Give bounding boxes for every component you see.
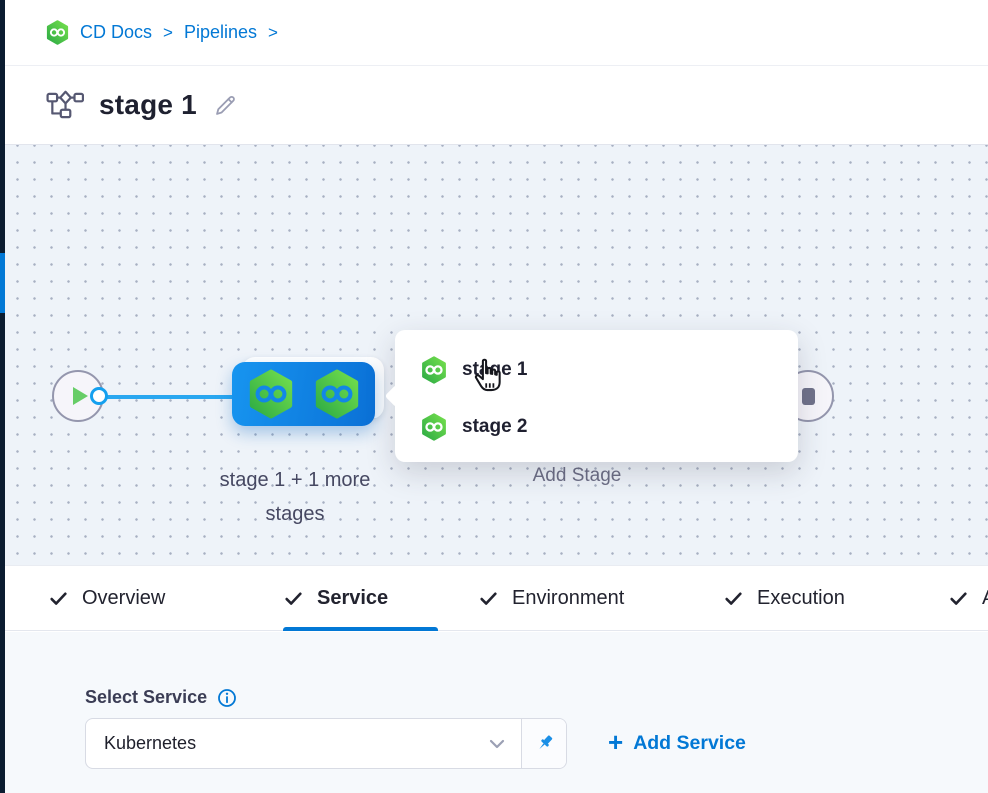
tab-label: Service xyxy=(317,587,389,609)
tab-label: Overview xyxy=(82,587,166,609)
tab-label: Execution xyxy=(757,587,845,609)
add-service-label: Add Service xyxy=(633,732,746,754)
stage-group-label: stage 1 + 1 more stages xyxy=(145,463,445,531)
add-stage-button[interactable]: Add Stage xyxy=(532,465,622,486)
cd-stage-icon xyxy=(249,369,292,419)
stage-group-label-line1: stage 1 + 1 more xyxy=(219,469,371,491)
pin-service-button[interactable] xyxy=(521,719,566,768)
cd-stage-icon xyxy=(422,413,446,441)
stage-tab-bar: Overview Service Environment Execution A… xyxy=(0,565,988,631)
popup-item-label: stage 2 xyxy=(462,416,528,437)
add-service-button[interactable]: + Add Service xyxy=(608,718,746,769)
pipeline-start-node[interactable] xyxy=(52,370,104,422)
cd-stage-icon xyxy=(422,356,446,384)
select-service-label-row: Select Service xyxy=(85,687,237,708)
popup-item-label: stage 1 xyxy=(462,359,528,380)
breadcrumb-link-pipelines[interactable]: Pipelines xyxy=(183,22,257,42)
check-icon xyxy=(725,592,742,605)
breadcrumb-separator: > xyxy=(163,22,173,42)
pushpin-icon xyxy=(538,735,552,749)
service-tab-panel: Select Service Kubernetes + Add S xyxy=(0,632,988,793)
tab-service[interactable]: Service xyxy=(283,566,439,631)
stage-list-popup: stage 1 stage 2 xyxy=(395,330,798,462)
tab-environment[interactable]: Environment xyxy=(478,566,624,631)
plus-icon: + xyxy=(608,727,624,757)
edit-pencil-icon[interactable] xyxy=(212,92,239,119)
left-nav-active-indicator xyxy=(0,253,5,313)
pipeline-icon xyxy=(46,90,84,119)
select-service-label: Select Service xyxy=(85,687,208,707)
pipeline-canvas: stage 1 + 1 more stages stage 1 stage 2 xyxy=(0,145,988,565)
popup-item-stage-1[interactable]: stage 1 xyxy=(421,345,798,395)
edge-port[interactable] xyxy=(90,387,108,405)
tab-label: Advanced xyxy=(982,587,988,610)
breadcrumb-link-cd-docs[interactable]: CD Docs xyxy=(80,22,153,42)
harness-cd-icon xyxy=(46,20,69,45)
tab-advanced[interactable]: Advanced xyxy=(948,566,988,631)
stop-icon xyxy=(801,387,815,405)
info-icon[interactable] xyxy=(217,688,237,708)
stage-group-label-line2: stages xyxy=(265,503,325,525)
check-icon xyxy=(950,592,967,605)
popup-item-stage-2[interactable]: stage 2 xyxy=(421,402,798,452)
page-title: stage 1 xyxy=(99,89,197,120)
breadcrumb: CD Docs > Pipelines > xyxy=(0,0,988,66)
tab-label: Environment xyxy=(512,587,625,609)
page-header: stage 1 xyxy=(0,66,988,145)
service-select-group: Kubernetes xyxy=(85,718,567,769)
service-select[interactable]: Kubernetes xyxy=(86,719,521,768)
breadcrumb-separator: > xyxy=(268,22,278,42)
stage-group-node[interactable] xyxy=(232,362,375,426)
tab-overview[interactable]: Overview xyxy=(48,566,165,631)
left-nav-rail[interactable] xyxy=(0,0,5,793)
play-icon xyxy=(73,387,88,405)
check-icon xyxy=(480,592,497,605)
pipeline-edge xyxy=(106,395,234,399)
chevron-down-icon xyxy=(489,739,505,748)
check-icon xyxy=(50,592,67,605)
tab-execution[interactable]: Execution xyxy=(723,566,845,631)
check-icon xyxy=(285,592,302,605)
cd-stage-icon xyxy=(315,369,358,419)
service-select-value: Kubernetes xyxy=(104,733,197,753)
